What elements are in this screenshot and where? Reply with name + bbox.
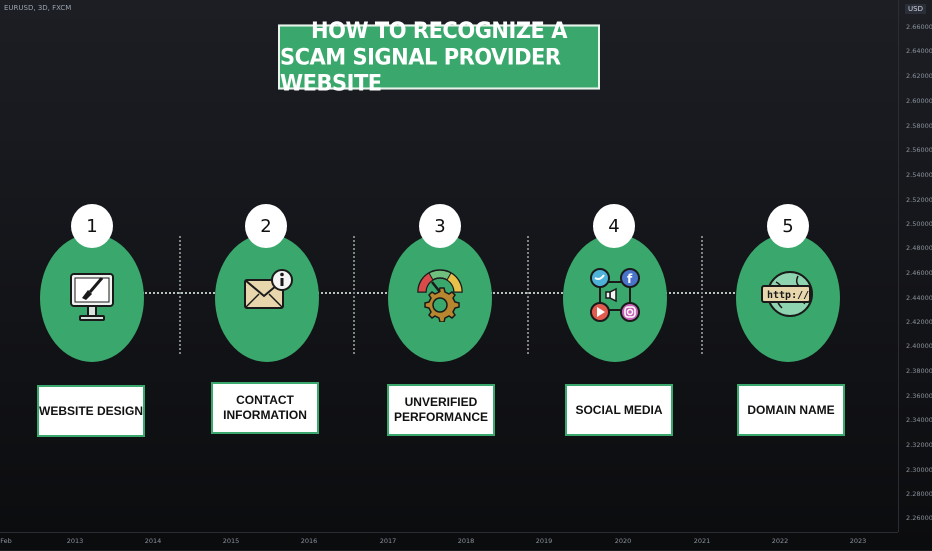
step-3-number: 3 — [419, 204, 461, 248]
dotted-divider — [353, 236, 355, 354]
globe-http-icon: http:// — [761, 271, 813, 317]
gauge-gear-icon — [417, 269, 463, 322]
time-tick: 2021 — [693, 537, 711, 545]
price-tick: 2.62000 — [906, 72, 932, 80]
title-line-2: SCAM SIGNAL PROVIDER WEBSITE — [280, 43, 561, 96]
step-5-label-line-1: DOMAIN NAME — [747, 402, 835, 417]
dotted-divider — [179, 236, 181, 354]
price-tick: 2.36000 — [906, 392, 932, 400]
envelope-info-icon — [244, 269, 293, 309]
price-tick: 2.38000 — [906, 367, 932, 375]
step-5-number: 5 — [767, 204, 809, 248]
price-tick: 2.50000 — [906, 220, 932, 228]
time-tick: 2016 — [300, 537, 318, 545]
currency-label[interactable]: USD — [905, 4, 926, 14]
price-tick: 2.26000 — [906, 514, 932, 522]
monitor-paintbrush-icon — [70, 273, 114, 321]
svg-text:http://: http:// — [767, 290, 809, 301]
step-4-label-line-1: SOCIAL MEDIA — [575, 402, 663, 417]
time-tick: 2015 — [222, 537, 240, 545]
time-tick: 2018 — [457, 537, 475, 545]
price-tick: 2.30000 — [906, 466, 932, 474]
time-tick: 2020 — [614, 537, 632, 545]
price-tick: 2.60000 — [906, 97, 932, 105]
price-tick: 2.56000 — [906, 146, 932, 154]
time-axis[interactable] — [0, 532, 898, 551]
step-1-label-line-1: WEBSITE DESIGN — [39, 403, 144, 418]
price-tick: 2.28000 — [906, 490, 932, 498]
price-tick: 2.58000 — [906, 122, 932, 130]
social-media-network-icon: f — [590, 268, 640, 322]
infographic-title: HOW TO RECOGNIZE A SCAM SIGNAL PROVIDER … — [278, 18, 600, 95]
svg-text:f: f — [627, 272, 633, 286]
step-4-number: 4 — [593, 204, 635, 248]
step-3-label-line-1: UNVERIFIED — [404, 395, 478, 409]
price-axis[interactable] — [898, 0, 932, 532]
step-5-label: DOMAIN NAME — [737, 384, 845, 436]
step-1-label: WEBSITE DESIGN — [37, 385, 145, 437]
time-tick: 2019 — [535, 537, 553, 545]
price-tick: 2.54000 — [906, 171, 932, 179]
price-tick: 2.48000 — [906, 244, 932, 252]
step-3-label-line-2: PERFORMANCE — [393, 410, 488, 424]
dotted-divider — [527, 236, 529, 354]
time-tick: 2023 — [849, 537, 867, 545]
step-2-number: 2 — [245, 204, 287, 248]
time-tick: Feb — [0, 537, 12, 545]
step-4-label: SOCIAL MEDIA — [565, 384, 673, 436]
time-tick: 2013 — [66, 537, 84, 545]
price-tick: 2.66000 — [906, 23, 932, 31]
step-2-label-line-1: CONTACT — [236, 393, 294, 407]
price-tick: 2.42000 — [906, 318, 932, 326]
price-tick: 2.44000 — [906, 294, 932, 302]
price-tick: 2.32000 — [906, 441, 932, 449]
price-tick: 2.34000 — [906, 416, 932, 424]
title-line-1: HOW TO RECOGNIZE A — [311, 17, 567, 43]
dotted-divider — [701, 236, 703, 354]
chart-symbol-label[interactable]: EURUSD, 3D, FXCM — [4, 4, 72, 12]
step-2-label-line-2: INFORMATION — [223, 408, 307, 422]
time-tick: 2017 — [379, 537, 397, 545]
price-tick: 2.52000 — [906, 196, 932, 204]
price-tick: 2.40000 — [906, 342, 932, 350]
step-1-number: 1 — [71, 204, 113, 248]
time-tick: 2014 — [144, 537, 162, 545]
price-tick: 2.64000 — [906, 47, 932, 55]
time-tick: 2022 — [771, 537, 789, 545]
price-tick: 2.46000 — [906, 269, 932, 277]
